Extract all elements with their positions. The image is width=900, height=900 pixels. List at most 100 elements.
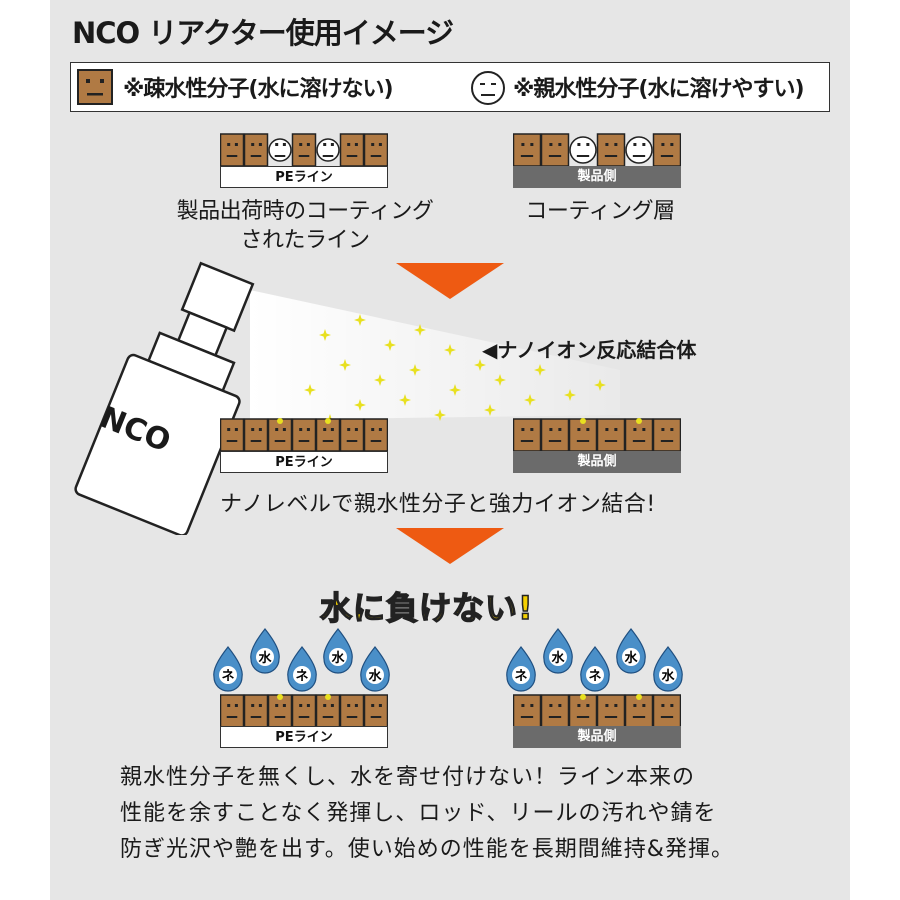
sparkle-icon <box>354 399 366 411</box>
hydrophobic-molecule-icon <box>652 133 682 167</box>
product-side-label: 製品側 <box>513 451 681 473</box>
svg-text:水: 水 <box>368 668 382 684</box>
slogan-text: 水に負けない! <box>319 588 534 628</box>
svg-text:水: 水 <box>331 650 345 666</box>
hydrophobic-molecule-icon <box>291 418 317 452</box>
water-drop-icon: 水 <box>250 628 280 674</box>
hydrophobic-molecule-icon <box>652 694 682 728</box>
hydrophobic-molecule-icon <box>219 694 245 728</box>
hydrophobic-molecule-icon <box>243 133 269 167</box>
sparkle-icon <box>524 394 536 406</box>
stage2-caption: ナノレベルで親水性分子と強力イオン結合! <box>220 492 656 517</box>
hydrophobic-molecule-icon <box>339 418 365 452</box>
coating-line-pe-stage2 <box>219 418 389 456</box>
hydrophobic-molecule-icon <box>267 694 293 728</box>
svg-text:ネ: ネ <box>588 669 601 684</box>
hydrophilic-molecule-icon <box>569 136 597 164</box>
water-drop-icon: ネ <box>287 646 317 692</box>
sparkle-icon <box>354 314 366 326</box>
hydrophilic-molecule-icon <box>268 138 292 162</box>
hydrophobic-molecule-icon <box>568 694 598 728</box>
svg-text:ネ: ネ <box>221 669 234 684</box>
page-title: NCO リアクター使用イメージ <box>72 16 454 50</box>
hydrophobic-molecule-icon <box>219 133 245 167</box>
product-side-label: 製品側 <box>513 166 681 188</box>
hydrophobic-molecule-icon <box>363 418 389 452</box>
hydrophobic-molecule-icon <box>624 418 654 452</box>
sparkle-icon <box>414 324 426 336</box>
nano-ion-label: ◀ナノイオン反応結合体 <box>482 338 697 362</box>
sparkle-icon <box>304 384 316 396</box>
svg-text:水: 水 <box>551 650 565 666</box>
hydrophobic-molecule-icon <box>339 694 365 728</box>
hydrophobic-molecule-icon <box>540 133 570 167</box>
sparkle-icon <box>409 364 421 376</box>
hydrophobic-molecule-icon <box>540 694 570 728</box>
sparkle-icon <box>474 359 486 371</box>
molecule-strip <box>512 694 682 728</box>
pe-line-label: PEライン <box>220 451 388 473</box>
hydrophobic-molecule-icon <box>363 133 389 167</box>
water-drop-icon: 水 <box>360 646 390 692</box>
coating-line-product-stage1 <box>512 133 682 171</box>
hydrophobic-molecule-icon <box>77 69 113 105</box>
hydrophilic-molecule-icon <box>625 136 653 164</box>
svg-text:水: 水 <box>661 668 675 684</box>
svg-text:水: 水 <box>258 650 272 666</box>
spray-mist <box>250 290 620 420</box>
coating-line-pe-stage1 <box>219 133 389 171</box>
sparkle-icon <box>384 339 396 351</box>
sparkle-icon <box>339 359 351 371</box>
sparkle-particles <box>304 314 606 426</box>
hydrophobic-molecule-icon <box>291 694 317 728</box>
coating-line-pe-stage3 <box>219 694 389 732</box>
hydrophobic-molecule-icon <box>291 133 317 167</box>
hydrophobic-molecule-icon <box>315 418 341 452</box>
svg-text:ネ: ネ <box>295 669 308 684</box>
hydrophobic-molecule-icon <box>624 694 654 728</box>
spray-illustration <box>250 290 620 426</box>
stage1-left-caption: 製品出荷時のコーティング されたライン <box>160 197 450 255</box>
svg-text:水: 水 <box>624 650 638 666</box>
svg-text:ネ: ネ <box>514 669 527 684</box>
molecule-strip <box>512 133 682 167</box>
legend-hydrophobic-text: ※疎水性分子(水に溶けない) <box>123 77 393 102</box>
sparkle-icon <box>494 374 506 386</box>
water-drop-icon: ネ <box>506 646 536 692</box>
sparkle-icon <box>594 379 606 391</box>
stage1-right-caption: コーティング層 <box>525 199 675 224</box>
hydrophilic-molecule-icon <box>471 71 505 105</box>
water-drop-icon: 水 <box>616 628 646 674</box>
water-drop-icon: 水 <box>653 646 683 692</box>
water-drop-icon: ネ <box>213 646 243 692</box>
sparkle-icon <box>484 404 496 416</box>
description-line2: 性能を余すことなく発揮し、ロッド、リールの汚れや錆を <box>120 801 717 826</box>
down-arrow-icon <box>396 263 504 299</box>
hydrophobic-molecule-icon <box>219 418 245 452</box>
stage1-left-caption-line2: されたライン <box>240 228 370 253</box>
hydrophobic-molecule-icon <box>315 694 341 728</box>
description-line1: 親水性分子を無くし、水を寄せ付けない！ライン本来の <box>120 765 696 790</box>
hydrophobic-molecule-icon <box>652 418 682 452</box>
pe-line-label: PEライン <box>220 726 388 748</box>
down-arrow-icon <box>396 528 504 564</box>
molecule-strip <box>219 133 389 167</box>
molecule-strip <box>219 694 389 728</box>
hydrophilic-molecule-icon <box>316 138 340 162</box>
hydrophobic-molecule-icon <box>512 694 542 728</box>
hydrophobic-molecule-icon <box>243 418 269 452</box>
coating-line-product-stage2 <box>512 418 682 456</box>
product-side-label: 製品側 <box>513 726 681 748</box>
coating-line-product-stage3 <box>512 694 682 732</box>
sparkle-icon <box>564 389 576 401</box>
sparkle-icon <box>534 364 546 376</box>
pe-line-label: PEライン <box>220 166 388 188</box>
hydrophobic-molecule-icon <box>540 418 570 452</box>
sparkle-icon <box>434 409 446 421</box>
molecule-strip <box>219 418 389 452</box>
stage1-left-caption-line1: 製品出荷時のコーティング <box>176 199 434 224</box>
hydrophobic-molecule-icon <box>596 133 626 167</box>
sparkle-icon <box>449 384 461 396</box>
hydrophobic-molecule-icon <box>512 133 542 167</box>
legend-box: ※疎水性分子(水に溶けない) ※親水性分子(水に溶けやすい) <box>70 62 830 112</box>
